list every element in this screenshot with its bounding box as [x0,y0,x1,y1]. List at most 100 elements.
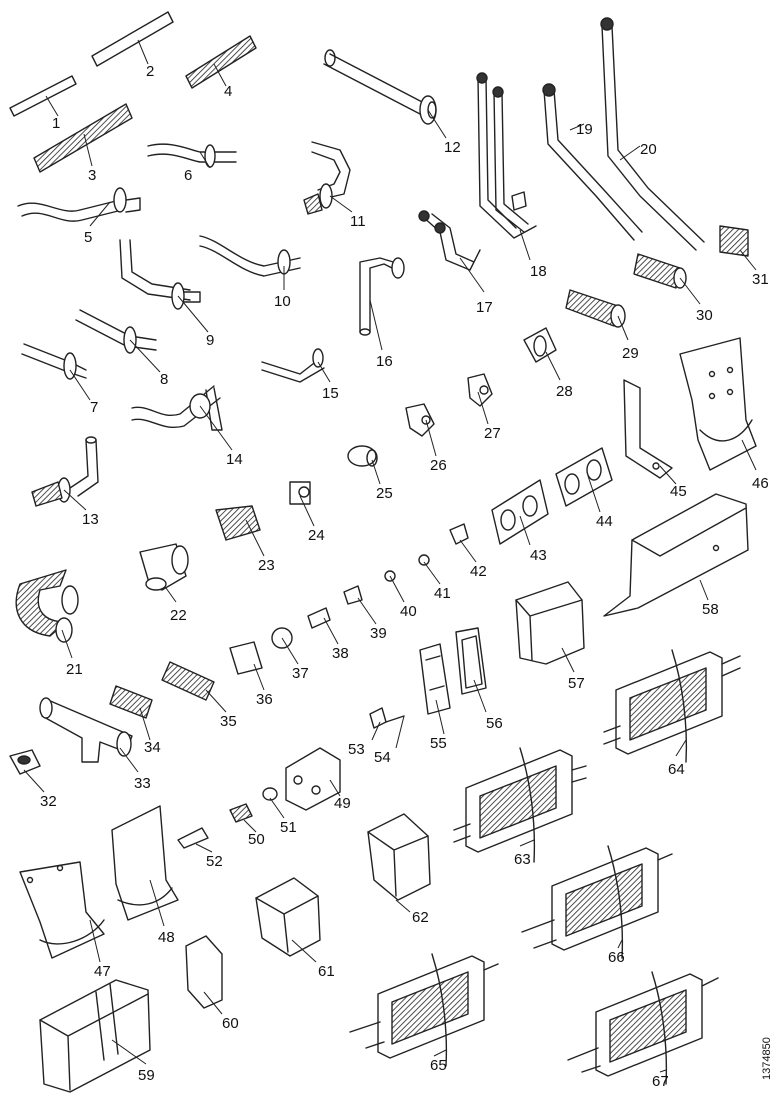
part-28-hex-nipple [523,327,557,363]
callout-1: 1 [52,115,60,132]
part-23-hose-section [215,505,261,541]
callout-38: 38 [332,645,349,662]
callout-32: 32 [40,793,57,810]
callout-42: 42 [470,563,487,580]
callout-3: 3 [88,167,96,184]
part-66-heater-core [521,845,673,959]
document-id: 1374850 [761,1037,773,1080]
callout-46: 46 [752,475,769,492]
callout-14: 14 [226,451,243,468]
callout-49: 49 [334,795,351,812]
callout-54: 54 [374,749,391,766]
part-2-pipe [91,11,174,67]
callout-51: 51 [280,819,297,836]
callout-labels: 1 2 3 4 5 6 7 8 9 10 11 12 13 14 15 16 1… [40,63,769,1090]
part-61-cover [255,877,321,957]
part-59-cover [39,979,151,1093]
part-54-screw [385,715,405,723]
callout-19: 19 [576,121,593,138]
part-11-bent-pipe [303,141,351,215]
callout-28: 28 [556,383,573,400]
part-13-elbow [31,436,99,507]
part-64-heater-core [603,649,741,763]
part-21-curved-hose [15,569,79,643]
part-43-gasket [491,479,549,545]
callout-15: 15 [322,385,339,402]
part-58-long-cover [603,493,749,617]
part-18-pipe-assembly [476,72,537,239]
part-60-small-cover [185,935,223,1009]
part-62-cover [367,813,431,901]
part-16-bent-pipe [359,257,405,336]
part-35-corrugated-hose [161,661,215,701]
part-24-fitting [289,481,311,505]
part-20-bent-pipe [600,17,705,251]
part-47-bracket [19,861,105,959]
part-22-tee-fitting [139,543,189,591]
part-67-heater-core [567,971,719,1085]
callout-40: 40 [400,603,417,620]
callout-62: 62 [412,909,429,926]
callout-22: 22 [170,607,187,624]
part-9-bent-pipe [119,239,201,310]
part-50-nut [229,803,253,823]
part-32-plug [9,749,41,775]
part-27-angle-fitting [467,373,493,407]
part-33-tee-pipe [39,697,133,763]
callout-47: 47 [94,963,111,980]
callout-10: 10 [274,293,291,310]
callout-58: 58 [702,601,719,618]
part-1-pipe [9,75,77,117]
part-7-pipe-flange [21,343,87,380]
part-39-nipple [343,585,363,605]
part-31-threaded-fitting [719,225,749,257]
callout-36: 36 [256,691,273,708]
part-48-bracket [111,805,179,921]
callout-2: 2 [146,63,154,80]
callout-50: 50 [248,831,265,848]
part-10-bent-pipe [199,235,301,277]
callout-8: 8 [160,371,168,388]
part-5-bent-pipe [17,187,141,222]
callout-39: 39 [370,625,387,642]
part-14-manifold [131,385,223,431]
callout-16: 16 [376,353,393,370]
part-34-threaded-nipple [109,685,153,719]
part-42-fitting [449,523,469,545]
part-55-plate [419,643,451,715]
part-19-bent-pipe [542,83,643,241]
part-25-coupling [347,445,378,467]
callout-33: 33 [134,775,151,792]
callout-5: 5 [84,229,92,246]
callout-45: 45 [670,483,687,500]
part-26-angle-fitting [405,403,435,437]
part-56-frame [455,627,487,695]
callout-35: 35 [220,713,237,730]
callout-18: 18 [530,263,547,280]
callout-53: 53 [348,741,365,758]
callout-12: 12 [444,139,461,156]
part-17-pipe-assembly [418,210,481,271]
callout-59: 59 [138,1067,155,1084]
callout-9: 9 [206,332,214,349]
callout-44: 44 [596,513,613,530]
callout-56: 56 [486,715,503,732]
callout-17: 17 [476,299,493,316]
callout-29: 29 [622,345,639,362]
part-6-bent-pipe [147,143,237,168]
callout-55: 55 [430,735,447,752]
callout-52: 52 [206,853,223,870]
callout-7: 7 [90,399,98,416]
callout-25: 25 [376,485,393,502]
callout-65: 65 [430,1057,447,1074]
part-44-gasket [555,447,613,507]
part-4-corrugated-hose [185,35,257,89]
part-36-sleeve [229,641,263,675]
callout-4: 4 [224,83,232,100]
part-45-bracket [623,379,673,479]
callout-60: 60 [222,1015,239,1032]
callout-64: 64 [668,761,685,778]
part-51-nut [262,787,278,801]
part-52-bolt [177,827,209,849]
